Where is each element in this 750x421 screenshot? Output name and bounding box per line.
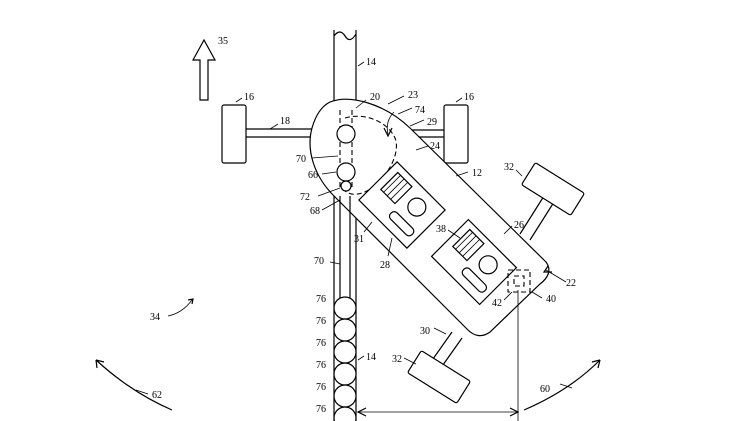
label-30: 30	[420, 326, 430, 337]
wheel-32-bottom	[408, 351, 471, 404]
label-32-bottom: 32	[392, 354, 402, 365]
label-68: 68	[310, 206, 320, 217]
label-76-1: 76	[316, 294, 326, 305]
wheel-32-top	[522, 163, 585, 216]
label-28: 28	[380, 260, 390, 271]
label-66: 66	[308, 170, 318, 181]
label-14-bottom: 14	[366, 352, 376, 363]
ball-stack-76	[334, 297, 356, 421]
label-60: 60	[540, 384, 550, 395]
label-31: 31	[354, 234, 364, 245]
label-62: 62	[152, 390, 162, 401]
label-32-top: 32	[504, 162, 514, 173]
label-14-top: 14	[366, 57, 376, 68]
axle-upper	[520, 196, 554, 240]
label-24: 24	[430, 141, 440, 152]
label-40: 40	[546, 294, 556, 305]
label-76-3: 76	[316, 338, 326, 349]
label-16-right: 16	[464, 92, 474, 103]
rail-roller-top	[337, 125, 355, 143]
wheel-16-right	[444, 105, 468, 163]
rail-roller-72	[341, 181, 351, 191]
direction-arrow	[193, 40, 215, 100]
label-72: 72	[300, 192, 310, 203]
wheel-16-left	[222, 105, 246, 163]
label-38: 38	[436, 224, 446, 235]
label-76-4: 76	[316, 360, 326, 371]
label-74: 74	[415, 105, 425, 116]
label-76-6: 76	[316, 404, 326, 415]
label-29: 29	[427, 117, 437, 128]
label-20: 20	[370, 92, 380, 103]
rail-roller-66	[337, 163, 355, 181]
label-70-lower: 70	[314, 256, 324, 267]
label-76-2: 76	[316, 316, 326, 327]
label-35: 35	[218, 36, 228, 47]
label-16-left: 16	[244, 92, 254, 103]
label-34: 34	[150, 312, 160, 323]
label-23: 23	[408, 90, 418, 101]
label-22: 22	[566, 278, 576, 289]
label-70-upper: 70	[296, 154, 306, 165]
label-76-5: 76	[316, 382, 326, 393]
label-42: 42	[492, 298, 502, 309]
label-12: 12	[472, 168, 482, 179]
label-18: 18	[280, 116, 290, 127]
arc-62	[96, 360, 172, 410]
